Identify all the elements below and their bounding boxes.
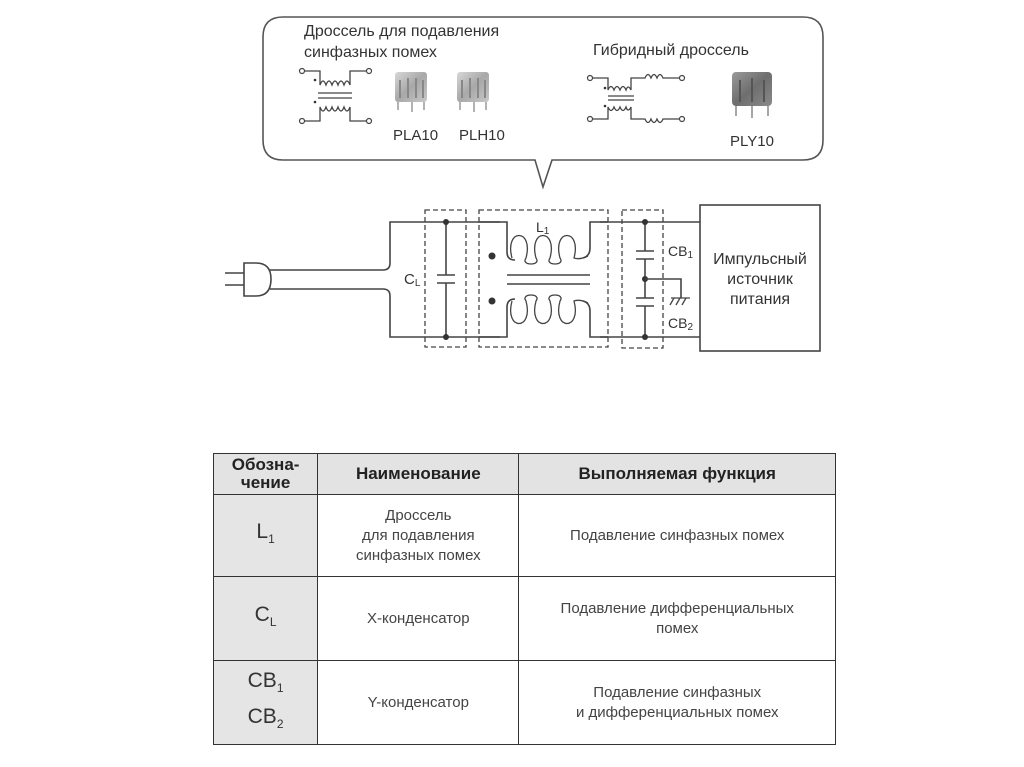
hybrid-choke-title: Гибридный дроссель	[593, 42, 749, 59]
header-name: Наименование	[317, 453, 520, 495]
components-table: Обозна- чение Наименование Выполняемая ф…	[212, 453, 836, 745]
l1-label: L1	[536, 219, 550, 237]
mains-plug-icon	[225, 262, 272, 297]
ground-icon	[669, 297, 690, 306]
designation-cell: CL	[212, 576, 319, 661]
hybrid-choke-group: Гибридный дроссель PLY10	[586, 42, 774, 150]
table-row: CL X-конденсатор Подавление дифференциал…	[212, 576, 836, 661]
callout-bubble	[262, 16, 824, 190]
table-row: L1 Дроссель для подавления синфазных пом…	[212, 494, 836, 577]
cord-wire-bottom	[270, 288, 700, 338]
header-function: Выполняемая функция	[518, 453, 836, 495]
cb1-label: CB1	[668, 243, 693, 261]
cm-choke-symbol-icon	[298, 67, 373, 125]
cm-choke-title-line2: синфазных помех	[304, 44, 437, 61]
cb-dashed-box	[621, 209, 664, 349]
cord-wire-top	[270, 221, 700, 271]
function-cell: Подавление синфазных помех	[518, 494, 836, 577]
designation-cell: L1	[212, 494, 319, 577]
cb2-label: CB2	[668, 315, 693, 333]
cb-capacitors	[636, 219, 682, 340]
cl-label: CL	[404, 271, 421, 289]
l1-dashed-box	[478, 209, 609, 348]
name-cell: Y-конденсатор	[317, 660, 520, 745]
function-cell: Подавление дифференциальных помех	[518, 576, 836, 661]
pla10-part-icon	[395, 72, 427, 112]
part-label-plh10: PLH10	[459, 127, 505, 144]
part-label-ply10: PLY10	[730, 133, 774, 150]
cm-choke-title-line1: Дроссель для подавления	[304, 23, 499, 40]
l1-choke	[479, 221, 608, 338]
cl-dashed-box	[424, 209, 467, 348]
hybrid-choke-symbol-icon	[586, 73, 686, 124]
psu-label-line2: источник	[727, 271, 794, 288]
name-cell: Дроссель для подавления синфазных помех	[317, 494, 520, 577]
cl-capacitor	[437, 219, 455, 340]
psu-label-line3: питания	[730, 291, 790, 308]
psu-box	[699, 204, 821, 352]
part-label-pla10: PLA10	[393, 127, 438, 144]
cm-choke-group: Дроссель для подавления синфазных помех	[298, 23, 505, 144]
table-header-row: Обозна- чение Наименование Выполняемая ф…	[212, 453, 836, 495]
name-cell: X-конденсатор	[317, 576, 520, 661]
plh10-part-icon	[457, 72, 489, 112]
psu-label-line1: Импульсный	[713, 251, 807, 268]
function-cell: Подавление синфазных и дифференциальных …	[518, 660, 836, 745]
header-designation: Обозна- чение	[212, 453, 319, 495]
ply10-part-icon	[732, 72, 772, 118]
emi-filter-diagram: Дроссель для подавления синфазных помех	[225, 16, 824, 352]
